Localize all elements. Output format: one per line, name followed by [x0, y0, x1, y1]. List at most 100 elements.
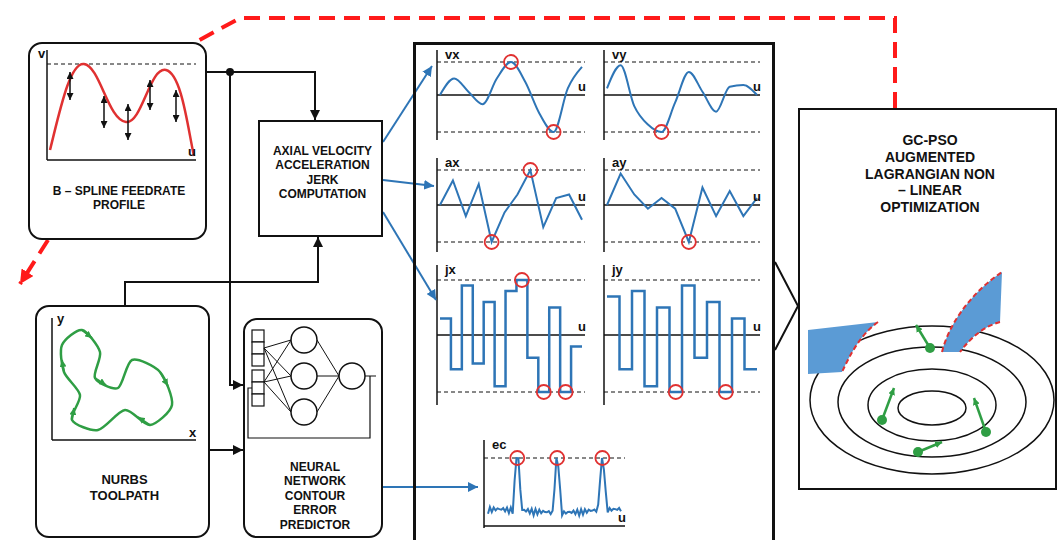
limit-line: [604, 62, 760, 63]
particle: [981, 427, 991, 437]
limit-violation: [485, 235, 499, 249]
nn-weight: [317, 376, 339, 412]
direction-arrow: [95, 378, 106, 385]
axis-line: [437, 334, 585, 336]
limit-violation: [682, 235, 696, 249]
axis-line: [47, 159, 196, 161]
input-cell: [252, 394, 264, 406]
direction-arrow: [62, 360, 64, 372]
connector-path: [210, 449, 243, 451]
connector-path: [125, 237, 318, 305]
feedback-line: [248, 376, 376, 438]
neuron: [339, 363, 365, 389]
particle-velocity: [974, 398, 986, 432]
data-arrow: [207, 72, 243, 385]
limit-line: [484, 458, 625, 459]
neuron: [291, 327, 317, 353]
contour-ellipse: [898, 391, 966, 425]
process-box: yxNURBS TOOLPATH: [35, 305, 210, 538]
contour-ellipse: [868, 369, 996, 441]
axis-label: ec: [492, 437, 506, 453]
constraint-boundary: [842, 322, 878, 372]
neuron: [291, 399, 317, 425]
axis-label: u: [753, 189, 761, 205]
signal-curve: [607, 65, 757, 132]
axis-label: v: [38, 46, 45, 62]
axis-label: u: [578, 319, 586, 335]
connector-path: [383, 180, 434, 186]
limit-violation: [655, 125, 669, 139]
data-arrow: [210, 450, 243, 451]
signal-curve: [488, 458, 621, 516]
axis-line: [437, 94, 585, 96]
nn-weight: [264, 348, 291, 412]
direction-arrow: [160, 372, 168, 386]
nn-weight: [317, 376, 339, 377]
limit-violation: [515, 273, 529, 287]
limit-violation: [537, 385, 551, 399]
limit-violation: [559, 385, 573, 399]
limit-violation: [550, 451, 564, 465]
limit-violation: [547, 125, 561, 139]
axis-line: [483, 440, 485, 528]
signal-curve: [607, 174, 757, 243]
limit-violation: [523, 163, 537, 177]
particle: [877, 415, 887, 425]
neuron: [291, 363, 317, 389]
infeasible-region: [942, 272, 1002, 352]
particle: [925, 343, 935, 353]
box-title: NEURAL NETWORK CONTOUR ERROR PREDICTOR: [262, 460, 368, 532]
axis-line: [51, 318, 53, 440]
feedback-arrow: [20, 18, 895, 284]
connector-path: [383, 212, 436, 300]
limit-line: [47, 64, 196, 65]
axis-label: y: [57, 311, 64, 327]
axis-line: [52, 439, 196, 441]
connector-path: [775, 262, 798, 350]
data-arrow: [125, 237, 318, 305]
limit-line: [604, 170, 760, 171]
axis-line: [604, 94, 760, 96]
process-box: NEURAL NETWORK CONTOUR ERROR PREDICTOR: [243, 318, 383, 538]
limit-line: [437, 280, 585, 281]
feedrate-curve: [50, 64, 194, 156]
signal-curve: [440, 280, 582, 392]
process-box: vuB – SPLINE FEEDRATE PROFILE: [28, 42, 207, 240]
input-cell: [252, 354, 264, 366]
data-arrow: [383, 180, 434, 186]
direction-arrow: [72, 408, 74, 420]
box-title: AXIAL VELOCITY ACCELERATION JERK COMPUTA…: [266, 144, 379, 202]
process-box: GC-PSO AUGMENTED LAGRANGIAN NON – LINEAR…: [798, 108, 1057, 490]
signal-curve: [440, 62, 582, 132]
signal-curve: [607, 286, 757, 393]
nn-weight: [264, 348, 291, 376]
connector-path: [383, 486, 478, 488]
limit-line: [437, 242, 585, 243]
limit-violation: [510, 451, 524, 465]
adjust-arrow: [127, 104, 129, 140]
axis-label: u: [188, 144, 196, 160]
limit-violation: [504, 55, 518, 69]
data-arrow: [207, 72, 315, 120]
plot-panel: vxuvyuaxuayujxujyuecu: [413, 42, 775, 540]
connector-path: [383, 66, 432, 142]
input-cell: [252, 382, 264, 394]
axis-label: ax: [445, 155, 459, 171]
box-title: NURBS TOOLPATH: [77, 472, 172, 503]
connector-path: [20, 240, 48, 284]
signal-curve: [440, 170, 582, 242]
axis-label: jx: [445, 262, 456, 278]
limit-line: [604, 280, 760, 281]
axis-line: [484, 525, 625, 527]
data-arrow: [383, 212, 436, 300]
particle-velocity: [882, 388, 894, 420]
connector-path: [207, 72, 315, 120]
nn-weight: [317, 340, 339, 376]
axis-label: u: [578, 189, 586, 205]
nn-weight: [264, 376, 291, 382]
axis-label: u: [753, 79, 761, 95]
adjust-arrow: [69, 72, 71, 100]
limit-violation: [719, 385, 733, 399]
